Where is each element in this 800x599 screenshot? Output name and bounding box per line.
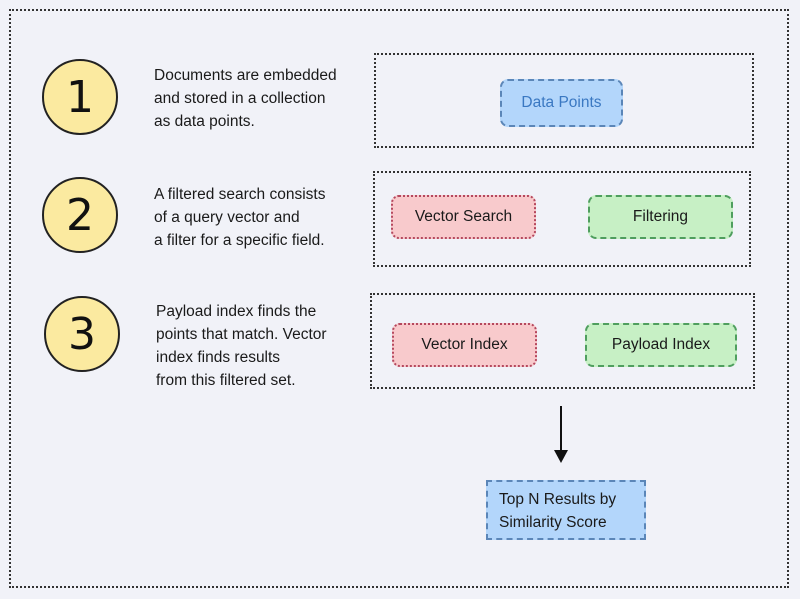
vector-index-box: Vector Index [392,323,537,367]
row-3-container [370,293,755,389]
data-points-label: Data Points [521,94,602,111]
step-3-description: Payload index finds the points that matc… [156,303,327,389]
step-3-circle: 3 [44,296,120,372]
vector-index-label: Vector Index [421,336,508,353]
down-arrow-icon [554,406,568,463]
step-2-description: A filtered search consists of a query ve… [154,186,326,249]
vector-search-box: Vector Search [391,195,536,239]
vector-search-label: Vector Search [414,208,513,225]
diagram-frame [9,9,789,588]
top-n-results-box: Top N Results by Similarity Score [486,480,646,540]
step-3-number: 3 [68,308,96,360]
step-2-circle: 2 [42,177,118,253]
row-2-container [373,171,751,267]
step-1-circle: 1 [42,59,118,135]
step-1-description: Documents are embedded and stored in a c… [154,67,337,130]
step-2-number: 2 [66,189,94,241]
filtering-label: Filtering [632,208,689,225]
filtering-box: Filtering [588,195,733,239]
step-1-number: 1 [66,71,94,123]
payload-index-box: Payload Index [585,323,737,367]
row-1-container [374,53,754,148]
data-points-box: Data Points [500,79,623,127]
payload-index-label: Payload Index [611,336,711,353]
